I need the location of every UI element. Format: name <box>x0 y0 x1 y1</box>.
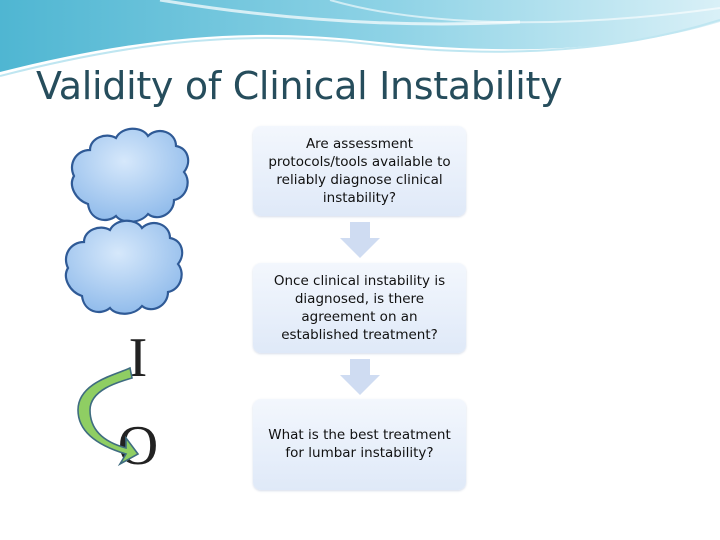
question-text-2: Once clinical instability is diagnosed, … <box>273 273 446 343</box>
down-arrow-icon <box>340 359 380 395</box>
cloud-shape-1 <box>70 127 190 223</box>
letter-o: O <box>117 415 159 477</box>
question-box-1: Are assessment protocols/tools available… <box>253 126 466 216</box>
slide-title: Validity of Clinical Instability <box>36 64 563 108</box>
question-box-2: Once clinical instability is diagnosed, … <box>253 263 466 353</box>
cloud-shape-2 <box>64 219 184 315</box>
curved-arrow <box>77 366 140 467</box>
question-text-3: What is the best treatment for lumbar in… <box>268 427 451 461</box>
question-box-3: What is the best treatment for lumbar in… <box>253 399 466 490</box>
question-text-1: Are assessment protocols/tools available… <box>268 136 451 206</box>
header-wave-decoration <box>0 0 720 77</box>
down-arrow-icon <box>340 222 380 258</box>
letter-i: I <box>128 327 148 389</box>
cloud-overlay <box>64 127 190 467</box>
